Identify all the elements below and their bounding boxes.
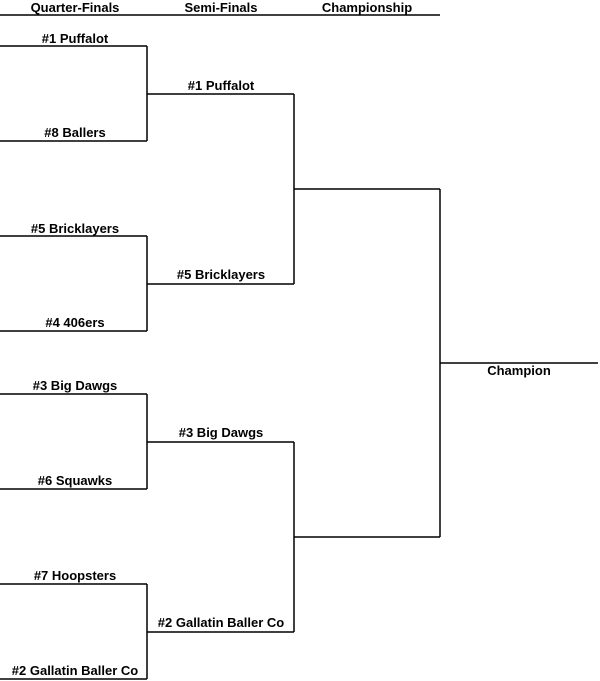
quarter-finals-round: #1 Puffalot #8 Ballers #5 Bricklayers #4…	[0, 31, 148, 680]
header-quarter-finals: Quarter-Finals	[31, 0, 120, 15]
qf-slot-3-team: #5 Bricklayers	[31, 221, 119, 236]
semi-final-match-2: #3 Big Dawgs #2 Gallatin Baller Co	[147, 425, 295, 633]
qf-slot-7-team: #7 Hoopsters	[34, 568, 116, 583]
qf-slot-4-team: #4 406ers	[45, 315, 104, 330]
qf-slot-8-team: #2 Gallatin Baller Co	[12, 663, 138, 678]
round-headers: Quarter-Finals Semi-Finals Championship	[0, 0, 440, 16]
quarter-final-match-4: #7 Hoopsters #2 Gallatin Baller Co	[0, 568, 148, 680]
header-championship: Championship	[322, 0, 412, 15]
sf-slot-3-team: #3 Big Dawgs	[179, 425, 264, 440]
header-semi-finals: Semi-Finals	[185, 0, 258, 15]
championship-round	[294, 188, 441, 538]
qf-slot-6-team: #6 Squawks	[38, 473, 112, 488]
qf-slot-2-team: #8 Ballers	[44, 125, 105, 140]
champion-slot: Champion	[440, 362, 598, 378]
quarter-final-match-1: #1 Puffalot #8 Ballers	[0, 31, 148, 142]
quarter-final-match-3: #3 Big Dawgs #6 Squawks	[0, 378, 148, 490]
champion-label: Champion	[487, 363, 551, 378]
sf-slot-2-team: #5 Bricklayers	[177, 267, 265, 282]
sf-slot-1-team: #1 Puffalot	[188, 78, 255, 93]
qf-slot-1-team: #1 Puffalot	[42, 31, 109, 46]
semi-final-match-1: #1 Puffalot #5 Bricklayers	[147, 78, 295, 285]
sf-slot-4-team: #2 Gallatin Baller Co	[158, 615, 284, 630]
quarter-final-match-2: #5 Bricklayers #4 406ers	[0, 221, 148, 332]
qf-slot-5-team: #3 Big Dawgs	[33, 378, 118, 393]
semi-finals-round: #1 Puffalot #5 Bricklayers #3 Big Dawgs …	[147, 78, 295, 633]
